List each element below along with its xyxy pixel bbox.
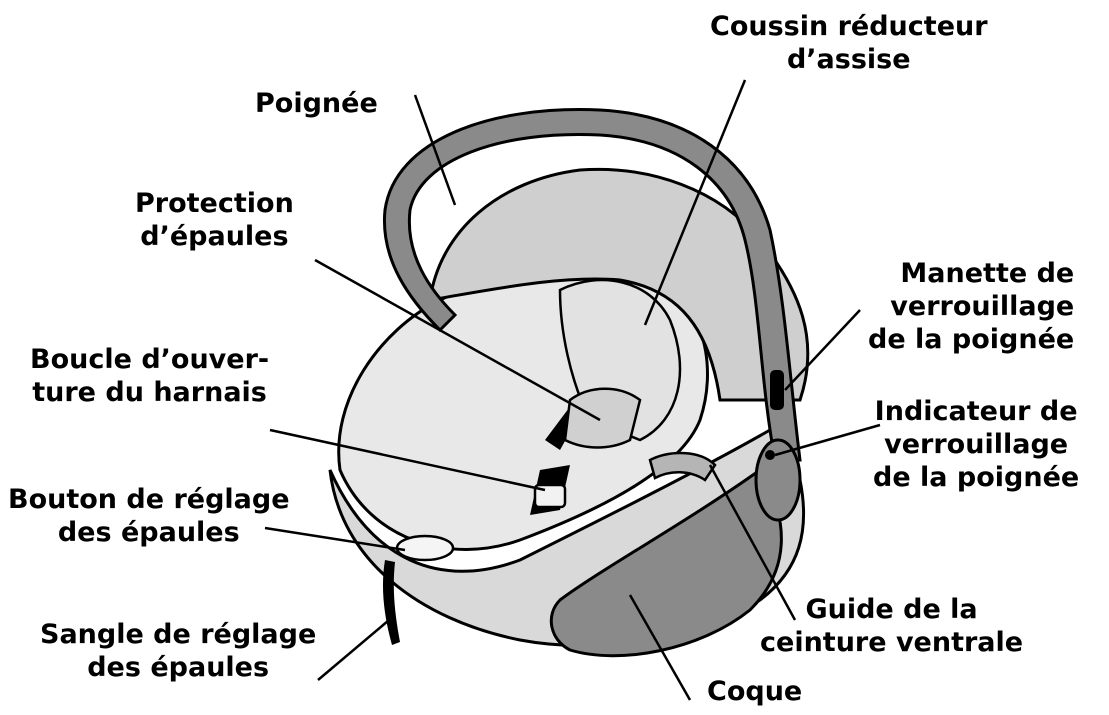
- shoulder-adjust-button: [397, 536, 453, 560]
- handle-pivot-hub: [756, 440, 800, 520]
- lock-lever: [770, 370, 784, 410]
- shoulder-pad: [565, 389, 640, 448]
- label-handle-lock-lever: Manette de verrouillage de la poignée: [868, 257, 1074, 356]
- label-handle-lock-indicator: Indicateur de verrouillage de la poignée: [873, 395, 1079, 494]
- label-shoulder-button: Bouton de réglage des épaules: [8, 483, 290, 549]
- label-seat-reducer: Coussin réducteur d’assise: [710, 10, 988, 76]
- label-harness-buckle: Boucle d’ouver- ture du harnais: [30, 343, 269, 409]
- label-lap-belt-guide: Guide de la ceinture ventrale: [760, 593, 1023, 659]
- label-shoulder-strap: Sangle de réglage des épaules: [40, 618, 316, 684]
- leader-shoulder-strap: [318, 615, 395, 680]
- label-shoulder-protection: Protection d’épaules: [135, 187, 294, 253]
- label-handle: Poignée: [255, 87, 378, 120]
- label-shell: Coque: [707, 675, 802, 708]
- lock-indicator-dot: [765, 450, 775, 460]
